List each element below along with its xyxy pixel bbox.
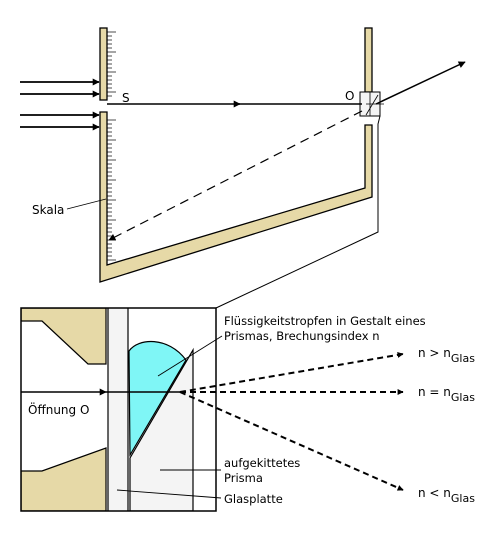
output-rays bbox=[179, 351, 404, 491]
label-glass-plate: Glasplatte bbox=[224, 492, 283, 506]
label-glued-line2: Prisma bbox=[224, 471, 263, 485]
label-skala: Skala bbox=[32, 203, 64, 217]
detail-wall-top bbox=[21, 308, 107, 365]
label-o: O bbox=[345, 89, 354, 103]
glass-leader bbox=[116, 489, 222, 499]
exit-beam bbox=[375, 61, 466, 105]
incoming-beams bbox=[20, 78, 100, 131]
ray-less bbox=[179, 391, 404, 491]
wall-top-right bbox=[364, 27, 373, 93]
apparatus bbox=[99, 27, 384, 309]
reflected-beam bbox=[108, 110, 363, 241]
scale-ticks bbox=[107, 31, 116, 261]
glass-plate bbox=[107, 308, 129, 511]
label-glued-line1: aufgekittetes bbox=[224, 456, 300, 470]
housing-wall bbox=[99, 111, 373, 283]
detail-leader bbox=[215, 115, 381, 309]
skala-leader bbox=[66, 198, 107, 210]
drop-leader bbox=[157, 335, 223, 377]
detail-frame bbox=[20, 307, 217, 512]
case-equal: n = nGlas bbox=[418, 385, 475, 404]
label-opening: Öffnung O bbox=[28, 401, 89, 417]
label-drop-line1: Flüssigkeitstropfen in Gestalt eines bbox=[224, 314, 426, 328]
label-drop-line2: Prismas, Brechungsindex n bbox=[224, 329, 380, 343]
label-s: S bbox=[122, 91, 130, 105]
wall-top-left bbox=[99, 27, 108, 101]
glued-prism bbox=[129, 347, 194, 511]
mini-prism-face bbox=[365, 94, 379, 116]
liquid-drop bbox=[128, 340, 187, 458]
ray-greater bbox=[179, 351, 404, 393]
case-less: n < nGlas bbox=[418, 486, 475, 505]
detail-wall-bottom bbox=[21, 447, 107, 511]
detail-view bbox=[20, 307, 217, 512]
case-greater: n > nGlas bbox=[418, 346, 475, 365]
